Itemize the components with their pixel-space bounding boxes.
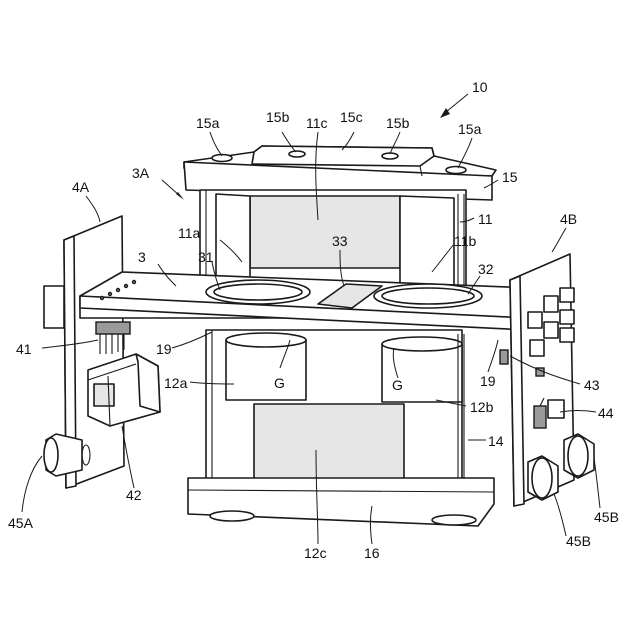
label-15c: 15c xyxy=(340,109,363,125)
standoff-45B-upper xyxy=(564,434,594,478)
label-11b: 11b xyxy=(454,233,477,249)
label-11: 11 xyxy=(478,211,493,227)
label-42: 42 xyxy=(126,487,142,503)
label-19-left: 19 xyxy=(156,341,172,357)
label-14: 14 xyxy=(488,433,504,449)
label-15b-left: 15b xyxy=(266,109,290,125)
label-G-left: G xyxy=(274,375,285,391)
label-15b-right: 15b xyxy=(386,115,410,131)
label-12b: 12b xyxy=(470,399,494,415)
label-45A: 45A xyxy=(8,515,34,531)
hole-15a-right xyxy=(446,167,466,174)
label-33: 33 xyxy=(332,233,348,249)
label-32: 32 xyxy=(478,261,494,277)
label-12c: 12c xyxy=(304,545,327,561)
label-12a: 12a xyxy=(164,375,188,391)
side-board-4B xyxy=(500,254,594,506)
label-11c: 11c xyxy=(306,115,328,131)
lower-core-12 xyxy=(206,330,464,480)
label-41: 41 xyxy=(16,341,32,357)
label-45B-upper: 45B xyxy=(594,509,619,525)
label-10: 10 xyxy=(472,79,488,95)
label-44: 44 xyxy=(598,405,614,421)
label-15: 15 xyxy=(502,169,518,185)
label-15a-left: 15a xyxy=(196,115,220,131)
label-4A: 4A xyxy=(72,179,90,195)
label-G-right: G xyxy=(392,377,403,393)
label-43: 43 xyxy=(584,377,600,393)
label-31: 31 xyxy=(198,249,214,265)
label-11a: 11a xyxy=(178,225,201,241)
label-3: 3 xyxy=(138,249,146,265)
label-16: 16 xyxy=(364,545,380,561)
hole-15b-left xyxy=(289,151,305,157)
label-3A: 3A xyxy=(132,165,150,181)
standoff-45B-lower xyxy=(528,456,558,500)
label-45B-lower: 45B xyxy=(566,533,591,549)
label-19-right: 19 xyxy=(480,373,496,389)
label-4B: 4B xyxy=(560,211,577,227)
label-15a-right: 15a xyxy=(458,121,482,137)
bottom-yoke-16 xyxy=(188,478,494,526)
